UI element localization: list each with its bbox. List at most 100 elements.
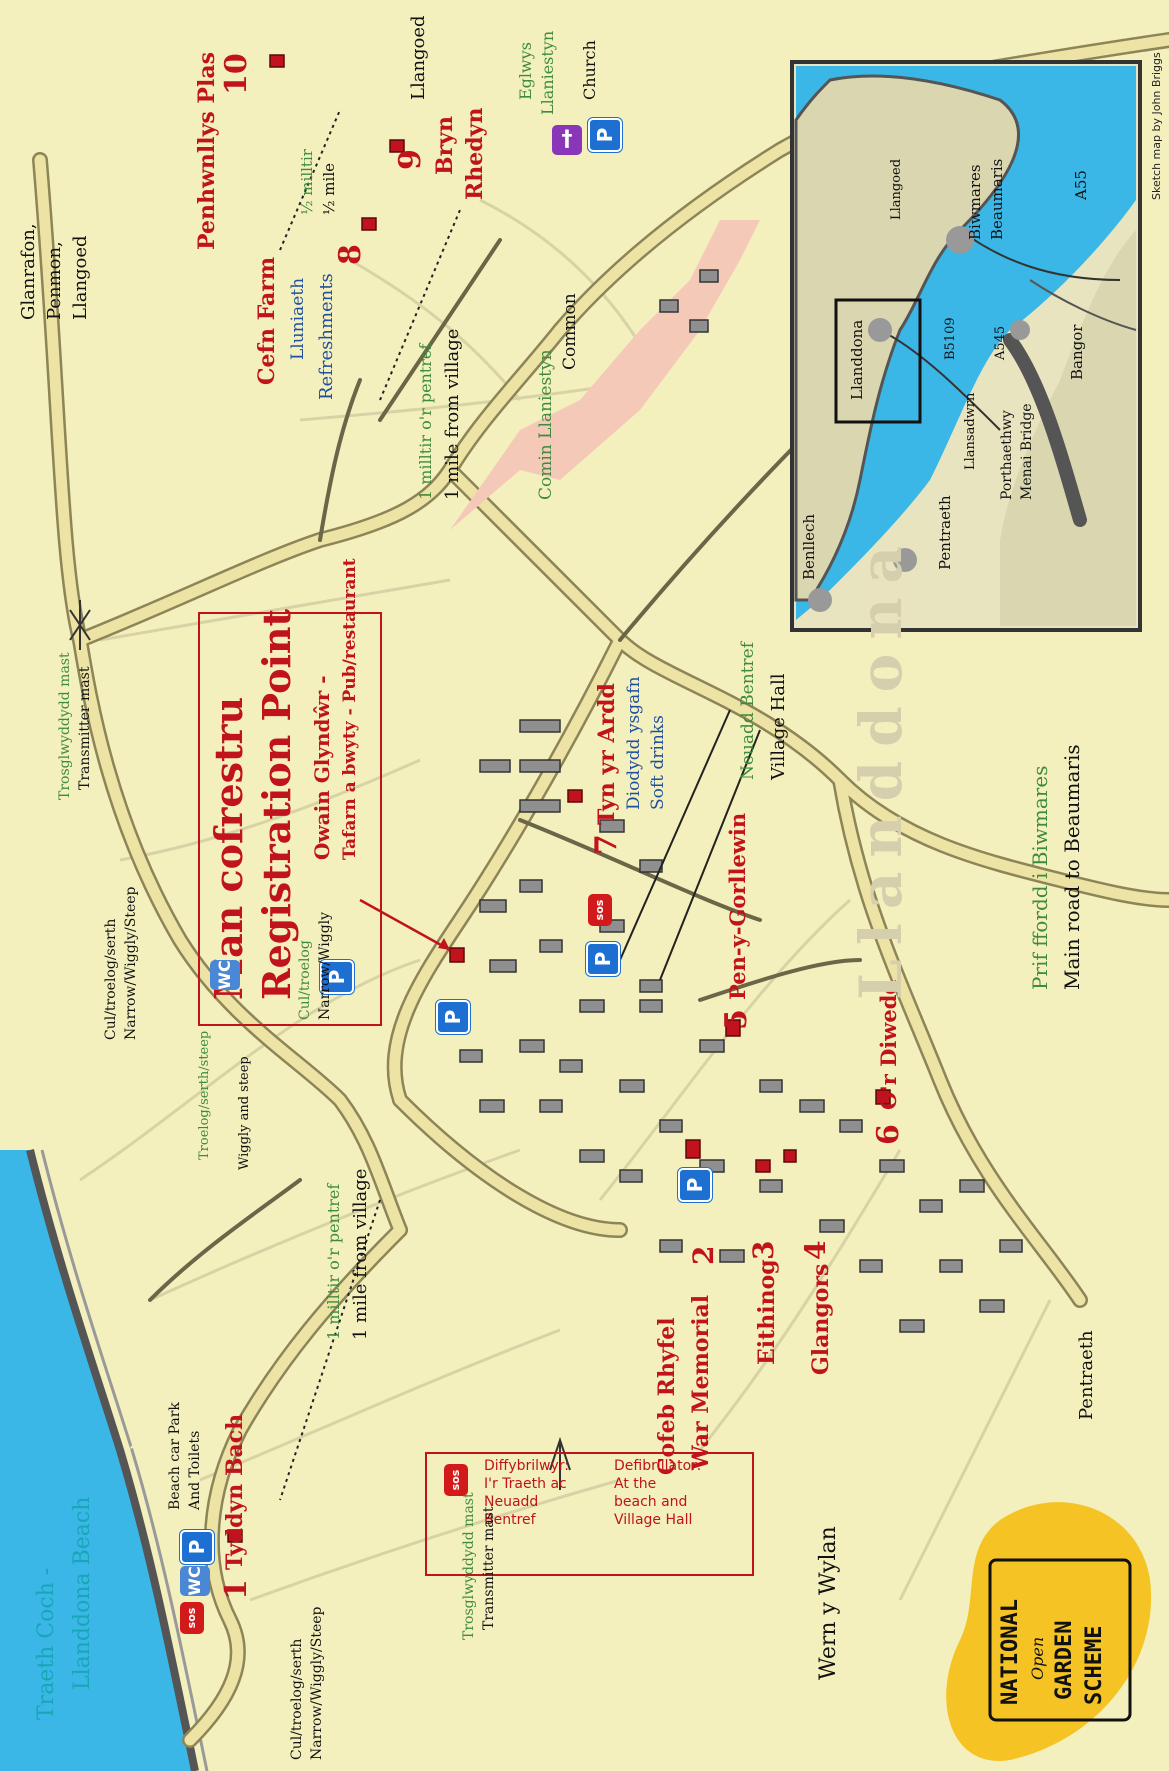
inset-a55: A55 <box>1072 170 1090 200</box>
sos-icon-beach: sos <box>180 1602 204 1634</box>
mast-en-label-1: Transmitter mast <box>77 666 93 790</box>
registration-title-cy: Man cofrestru <box>206 696 251 1000</box>
penmon-label: Penmon, <box>44 241 65 320</box>
defib-cy-title: Diffybrilwyr: <box>484 1458 569 1474</box>
defib-en-1: At the <box>614 1476 657 1492</box>
defib-en-3: Village Hall <box>614 1512 693 1528</box>
cul-troelog-label: Cul/troelog <box>297 940 313 1020</box>
registration-title-en: Registration Point <box>254 608 299 1000</box>
garden-7-sub1: Diodydd ysgafn <box>624 676 644 810</box>
beach-car-park-label: Beach car Park <box>167 1402 183 1510</box>
cul-serth-label-1: Cul/troelog/serth <box>103 918 119 1040</box>
garden-3-number: 3 <box>747 1240 780 1260</box>
garden-3-name: Eithinog <box>754 1259 780 1365</box>
coastline-inner <box>40 1149 209 1771</box>
garden-8-name: Cefn Farm <box>254 256 280 385</box>
garden-markers <box>227 54 891 1543</box>
parking-icon-2: P <box>586 942 620 976</box>
garden-5-name: Pen-y-Gorllewin <box>725 812 750 1000</box>
toiledau-label: thoiledau traeth <box>147 1363 162 1471</box>
garden-4-name: Glangors <box>808 1263 834 1375</box>
inset-beaumaris: Beaumaris <box>988 158 1006 240</box>
garden-10-number: 10 <box>219 53 254 95</box>
garden-9-name2: Rhedyn <box>462 107 488 200</box>
inset-llangoed: Llangoed <box>889 158 904 220</box>
defib-cy-1: I'r Traeth ac <box>484 1476 567 1492</box>
logo-line-3: GARDEN <box>1052 1620 1077 1700</box>
main-road-label: Main road to Beaumaris <box>1060 744 1084 990</box>
inset-porthaethwy: Porthaethwy <box>999 410 1015 500</box>
inset-menai: Menai Bridge <box>1019 403 1035 500</box>
milltir-label-1: 1 milltir o'r pentref <box>324 1183 343 1340</box>
mast-en-label-2: Transmitter mast <box>481 1506 497 1630</box>
inset-biwmares: Biwmares <box>966 164 984 240</box>
registration-box <box>198 612 382 1026</box>
distance-lines <box>279 109 461 1501</box>
beach-label-en: Llanddona Beach <box>70 1496 95 1690</box>
wern-label: Wern y Wylan <box>816 1526 841 1680</box>
garden-5-number: 5 <box>719 1009 754 1030</box>
llangoed-label-1: Llangoed <box>70 235 91 320</box>
garden-7-sub2: Soft drinks <box>648 715 668 810</box>
sea-area <box>0 1150 195 1771</box>
defib-en-title: Defibrillator: <box>614 1458 702 1474</box>
prif-ffordd-label: Prif ffordd i Biwmares <box>1028 765 1052 990</box>
village-hall-arrow <box>619 709 731 961</box>
village-buildings <box>459 269 1023 1333</box>
and-toilets-label: And Toilets <box>187 1430 203 1510</box>
defib-cy-2: Neuadd <box>484 1494 539 1510</box>
inset-bangor: Bangor <box>1068 324 1086 380</box>
common-area <box>450 220 760 530</box>
village-name-label: Llanddona <box>847 531 915 1000</box>
parking-icon-3: P <box>678 1168 712 1202</box>
parking-icon-1: P <box>436 1000 470 1034</box>
inset-benllech: Benllech <box>800 513 818 580</box>
church-label: Church <box>580 40 599 100</box>
garden-8-sub2: Refreshments <box>316 273 337 400</box>
garden-2-name: Cofeb Rhyfel <box>654 1317 680 1475</box>
ngs-logo-text: NATIONAL Open GARDEN SCHEME <box>998 1570 1120 1710</box>
ngs-logo <box>946 1502 1152 1761</box>
garden-9-number: 9 <box>393 149 428 170</box>
garden-1-name: Tyddyn Bach <box>222 1413 248 1570</box>
neuadd-label: Neuadd Bentref <box>738 641 758 780</box>
credit-text: Sketch map by John Briggs <box>1150 52 1163 200</box>
maes-parcio-label: Maes parcio a <box>129 1357 144 1450</box>
registration-venue-en: Tafarn a bwyty - Pub/restaurant <box>340 558 360 860</box>
coastline <box>26 1149 199 1771</box>
llaniestyn-label: Llaniestyn <box>538 30 557 115</box>
inset-a5: A545 <box>993 325 1008 360</box>
defib-en-2: beach and <box>614 1494 688 1510</box>
garden-7-number: 7 <box>589 834 624 855</box>
registration-arrow <box>359 898 451 952</box>
inset-llansadwrn: Llansadwrn <box>963 392 978 470</box>
llangoed-label-2: Llangoed <box>408 15 429 100</box>
pentraeth-label: Pentraeth <box>1076 1330 1097 1420</box>
garden-10-name: Penhwnllys Plas <box>194 52 220 250</box>
narrow-steep-label-1: Narrow/Wiggly/Steep <box>123 886 139 1040</box>
defib-cy-3: Bentref <box>484 1512 536 1528</box>
logo-line-2: Open <box>1028 1636 1047 1680</box>
garden-9-name: Bryn <box>432 116 458 175</box>
wiggly-steep-label: Wiggly and steep <box>237 1056 252 1170</box>
parking-icon-beach: P <box>180 1530 214 1564</box>
mile-label-2: 1 mile from village <box>442 328 463 500</box>
common-label: Common <box>560 293 580 370</box>
narrow-wiggly-label: Narrow/Wiggly <box>317 911 333 1020</box>
beach-label-cy: Traeth Coch - <box>34 1567 59 1720</box>
garden-7-name: Tyn yr Ardd <box>594 683 620 825</box>
glanrafon-label: Glanrafon, <box>18 223 39 320</box>
village-hall-arrow-2 <box>659 729 761 981</box>
parking-icon-church: P <box>588 118 622 152</box>
inset-llanddona: Llanddona <box>848 319 866 400</box>
toilets-icon: WC <box>210 960 240 990</box>
garden-8-number: 8 <box>333 244 368 265</box>
inset-b5109: B5109 <box>943 317 958 360</box>
comin-label: Comin Llaniestyn <box>536 349 556 500</box>
half-milltir-label: ½ milltir <box>298 149 316 215</box>
defib-box <box>425 1452 754 1576</box>
sos-icon-village-hall: sos <box>588 894 612 926</box>
troelog-serth-label: Troelog/serth/steep <box>197 1030 212 1160</box>
